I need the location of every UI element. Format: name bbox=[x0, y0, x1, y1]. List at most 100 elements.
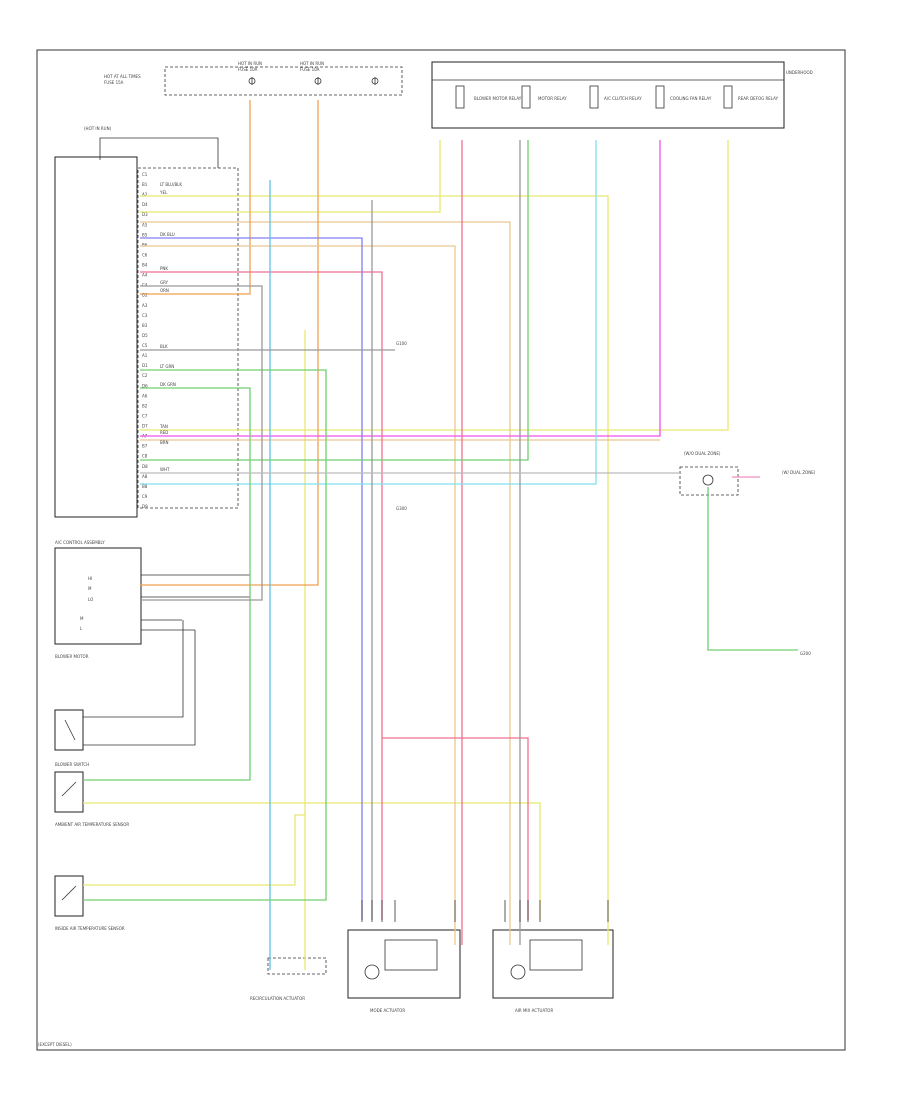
pcm-pin-label: C8 bbox=[142, 454, 148, 459]
wire-code: PNK bbox=[160, 266, 168, 271]
sensor-icon bbox=[61, 781, 77, 797]
fuse-label: HOT IN RUN bbox=[300, 61, 324, 66]
relay-label: UNDERHOOD bbox=[786, 70, 813, 75]
pcm-pin-label: C7 bbox=[142, 414, 148, 419]
pcm-connector: C1B1A2D4D3A5B5B6C6B4A4C4D2A3C3B3D5C5A1D1… bbox=[54, 126, 239, 518]
wire-orange bbox=[140, 100, 319, 586]
actuator-label: RECIRCULATION ACTUATOR bbox=[250, 996, 305, 1001]
fuse-label: HOT IN RUN bbox=[238, 61, 262, 66]
wire-code: RED bbox=[160, 430, 168, 435]
svg-text:M: M bbox=[80, 616, 84, 621]
pcm-pin-label: C4 bbox=[142, 283, 148, 288]
pcm-pin-label: C5 bbox=[142, 343, 148, 348]
wire-code: LT BLU/BLK bbox=[160, 182, 182, 187]
control-label: BLOWER MOTOR bbox=[55, 654, 89, 659]
pcm-pin-label: B3 bbox=[142, 323, 148, 328]
svg-text:M: M bbox=[88, 586, 92, 591]
wire-code: BRN bbox=[160, 440, 169, 445]
pcm-pin-label: B6 bbox=[142, 242, 148, 247]
pcm-pin-label: B8 bbox=[142, 484, 148, 489]
fuse-block: HOT AT ALL TIMES FUSE 15A HOT IN RUN FUS… bbox=[104, 61, 403, 96]
connector-ticks bbox=[361, 900, 609, 922]
control-label: BLOWER SWITCH bbox=[55, 762, 89, 767]
svg-text:L: L bbox=[80, 626, 83, 631]
pcm-pin-label: A2 bbox=[142, 192, 148, 197]
note-label: (EXCEPT DIESEL) bbox=[38, 1042, 72, 1047]
wire-green bbox=[83, 387, 251, 781]
fuse-label: FUSE 10A bbox=[300, 67, 320, 72]
wire-code: DK GRN bbox=[160, 382, 176, 387]
switch-icon bbox=[64, 719, 76, 741]
wire-yellow bbox=[140, 195, 609, 945]
wire-green bbox=[83, 369, 327, 901]
pcm-pin-label: C6 bbox=[142, 253, 148, 258]
pcm-pin-label: A8 bbox=[142, 474, 148, 479]
note-label: (W/ DUAL ZONE) bbox=[782, 470, 816, 475]
wire-code: BLK bbox=[160, 344, 168, 349]
relay-label: MOTOR RELAY bbox=[538, 96, 567, 101]
wire-tan bbox=[140, 221, 511, 945]
control-label: A/C CONTROL ASSEMBLY bbox=[55, 540, 105, 545]
fuse-label: FUSE 15A bbox=[104, 80, 124, 85]
wire-code: YEL bbox=[159, 190, 168, 195]
relay-label: BLOWER MOTOR RELAY bbox=[474, 96, 522, 101]
sensor-icon bbox=[61, 885, 77, 901]
actuator-label: MODE ACTUATOR bbox=[370, 1008, 405, 1013]
pcm-pin-label: D7 bbox=[142, 424, 148, 429]
wire-green bbox=[707, 487, 798, 651]
actuator-label: AIR MIX ACTUATOR bbox=[515, 1008, 553, 1013]
relay-label: A/C CLUTCH RELAY bbox=[604, 96, 642, 101]
pcm-pin-label: D4 bbox=[142, 202, 148, 207]
wire-code: TAN bbox=[159, 424, 168, 429]
pcm-pin-label: A1 bbox=[142, 353, 148, 358]
pcm-pin-label: D8 bbox=[142, 464, 148, 469]
control-label: AMBIENT AIR TEMPERATURE SENSOR bbox=[55, 822, 129, 827]
fuse-label: FUSE 10A bbox=[238, 67, 258, 72]
pcm-pin-label: A5 bbox=[142, 222, 148, 227]
wire-magenta bbox=[140, 140, 661, 437]
pcm-pin-label: A4 bbox=[142, 273, 148, 278]
wire-yellow bbox=[83, 814, 305, 886]
right-component: G200 (W/O DUAL ZONE) (W/ DUAL ZONE) bbox=[679, 451, 816, 656]
ac-control-assembly: A/C CONTROL ASSEMBLY HI M LO M L BLOWER … bbox=[54, 540, 250, 659]
fuse-icon bbox=[248, 77, 379, 85]
pcm-pin-label: C3 bbox=[142, 313, 148, 318]
wire-code: DK BLU bbox=[160, 232, 175, 237]
wire-yellow bbox=[140, 140, 729, 431]
wire-code: LT GRN bbox=[160, 364, 174, 369]
pcm-pin-label: D2 bbox=[142, 293, 148, 298]
fuse-label: HOT AT ALL TIMES bbox=[104, 74, 141, 79]
wire-code: ORN bbox=[160, 288, 169, 293]
pcm-pin-label: C9 bbox=[142, 494, 148, 499]
pcm-pin-label: D3 bbox=[142, 212, 148, 217]
diagram-frame bbox=[36, 49, 846, 1051]
pcm-pin-label: D1 bbox=[142, 363, 148, 368]
wire-green bbox=[140, 140, 529, 461]
pcm-pin-label: C2 bbox=[142, 373, 148, 378]
relay-label: REAR DEFOG RELAY bbox=[738, 96, 779, 101]
pcm-pin-label: B2 bbox=[142, 403, 148, 408]
svg-text:LO: LO bbox=[88, 597, 93, 602]
svg-text:HI: HI bbox=[88, 576, 92, 581]
ground-label: G100 bbox=[396, 341, 407, 346]
pcm-pin-label: B1 bbox=[142, 182, 148, 187]
pcm-pin-label: B7 bbox=[142, 444, 148, 449]
note-label: (W/O DUAL ZONE) bbox=[684, 451, 721, 456]
ground-label: G200 bbox=[800, 651, 811, 656]
wire-yellow bbox=[83, 802, 541, 920]
wire-code: GRY bbox=[160, 280, 169, 285]
pcm-pin-label: D9 bbox=[142, 504, 148, 509]
motor-icon bbox=[510, 964, 526, 980]
relay-icon bbox=[455, 85, 733, 109]
control-label: INSIDE AIR TEMPERATURE SENSOR bbox=[55, 926, 125, 931]
ground-label: G300 bbox=[396, 506, 407, 511]
pcm-pin-label: D6 bbox=[142, 383, 148, 388]
wire-yellow bbox=[140, 140, 441, 213]
temperature-sensors: AMBIENT AIR TEMPERATURE SENSOR INSIDE AI… bbox=[54, 771, 129, 931]
wire-tan bbox=[140, 245, 456, 945]
pcm-pin-label: C1 bbox=[142, 172, 148, 177]
pcm-pin-label: A3 bbox=[142, 303, 148, 308]
motor-icon bbox=[364, 964, 380, 980]
pcm-pin-label: B4 bbox=[142, 263, 148, 268]
